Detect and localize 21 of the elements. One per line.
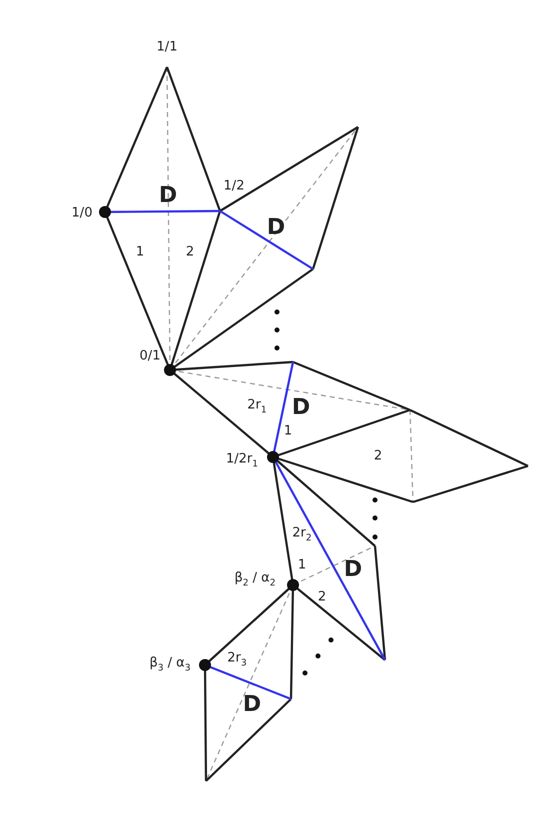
- vertex-label: 1: [298, 558, 306, 572]
- region-letter: D: [266, 217, 286, 239]
- vertex-label: 1/2r$_{1}$: [226, 452, 258, 470]
- vertex-label: 1: [136, 246, 144, 258]
- vertex-label: 2: [318, 590, 326, 604]
- vertex-label: 2: [186, 246, 194, 258]
- vertex-label: β$_{2}$ / α$_{2}$: [234, 572, 276, 588]
- vertex-label: 2: [374, 450, 382, 462]
- region-letter: D: [344, 559, 362, 581]
- vertex-label: 1: [284, 424, 292, 438]
- vertex-label: 1/0: [72, 206, 92, 220]
- region-letter: D: [292, 397, 310, 419]
- region-letter: D: [158, 185, 178, 207]
- vertex-label: 1/2: [224, 180, 244, 192]
- vertex-label: 0/1: [140, 350, 160, 362]
- vertex-label: 2r$_{2}$: [292, 526, 312, 544]
- vertex-label: 2r$_{1}$: [247, 398, 267, 416]
- vertex-label: 1/1: [156, 40, 178, 54]
- vertex-label: β$_{3}$ / α$_{3}$: [149, 656, 191, 674]
- vertex-label: 2r$_{3}$: [227, 652, 247, 668]
- region-letter: D: [242, 694, 262, 716]
